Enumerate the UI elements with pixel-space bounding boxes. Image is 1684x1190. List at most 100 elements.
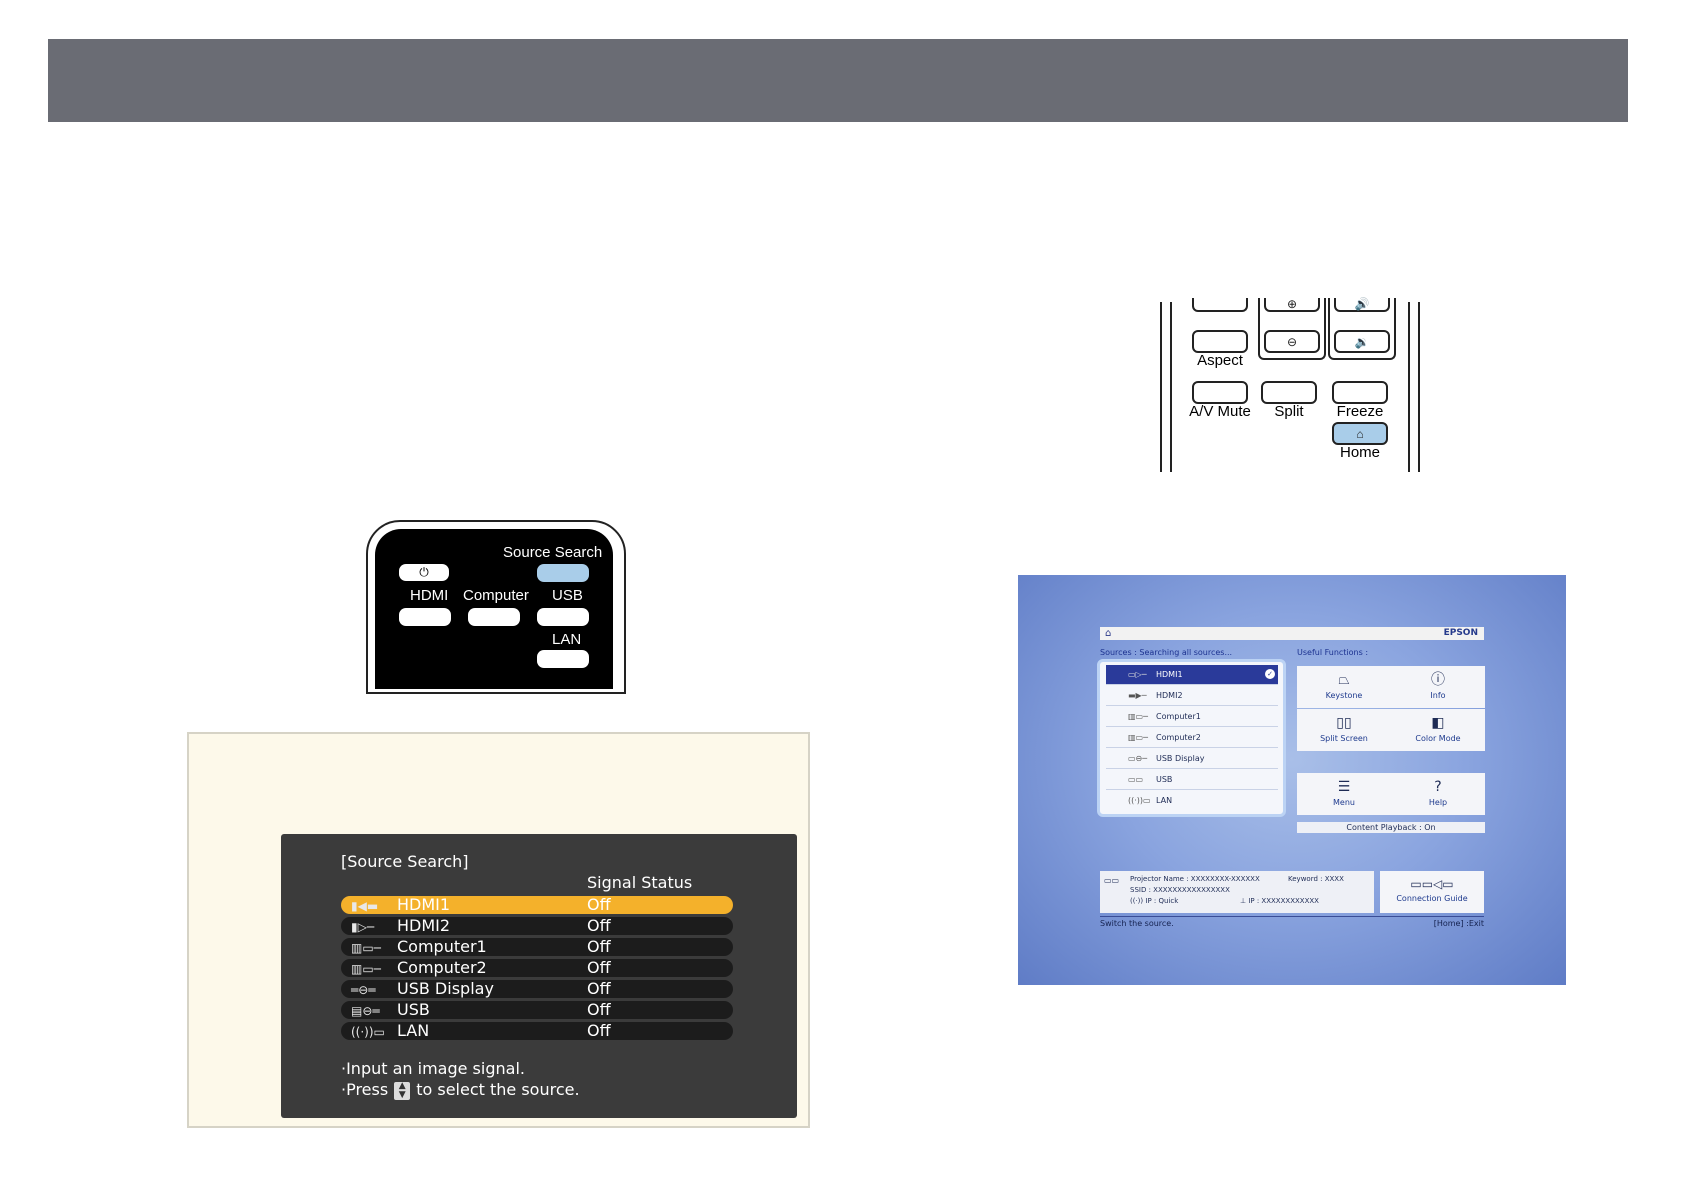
- keystone-tile[interactable]: ⏢ Keystone: [1297, 666, 1391, 708]
- hdmi-icon: ▮▷─: [351, 920, 375, 934]
- source-row-usb-display[interactable]: ═⊖═ USB Display Off: [341, 980, 733, 998]
- lan-icon: ((·))▭: [351, 1025, 385, 1039]
- source-row-lan[interactable]: ((·))▭ LAN Off: [341, 1022, 733, 1040]
- source-name: USB: [397, 1000, 430, 1019]
- info-tile[interactable]: ⓘ Info: [1391, 666, 1485, 708]
- source-row-hdmi1[interactable]: ▮◀▬ HDMI1 Off: [341, 896, 733, 914]
- info-icon: ⓘ: [1431, 672, 1445, 688]
- source-name: HDMI2: [397, 916, 451, 935]
- ip-wired: ⊥ IP : XXXXXXXXXXXX: [1240, 897, 1319, 905]
- source-item-hdmi2[interactable]: ▬▶─ HDMI2: [1106, 686, 1278, 706]
- connection-guide-icon: ▭▭◁▭: [1410, 877, 1454, 891]
- footer-exit-hint: [Home] :Exit: [1433, 919, 1484, 928]
- color-mode-tile[interactable]: ◧ Color Mode: [1391, 709, 1485, 751]
- source-search-hint-2: ·Press▲▼to select the source.: [341, 1080, 580, 1100]
- home-icon: ⌂: [1356, 426, 1364, 441]
- split-screen-tile[interactable]: ▯▯ Split Screen: [1297, 709, 1391, 751]
- source-row-usb[interactable]: ▤⊖═ USB Off: [341, 1001, 733, 1019]
- source-status: Off: [587, 958, 611, 977]
- source-item-computer1[interactable]: ▥▭─ Computer1: [1106, 707, 1278, 727]
- computer-button[interactable]: [468, 608, 520, 626]
- connection-guide-tile[interactable]: ▭▭◁▭ Connection Guide: [1380, 871, 1484, 913]
- source-status: Off: [587, 937, 611, 956]
- source-row-computer1[interactable]: ▥▭─ Computer1 Off: [341, 938, 733, 956]
- sources-label: Sources : Searching all sources...: [1100, 648, 1233, 657]
- zoom-in-button[interactable]: ⊕: [1264, 297, 1320, 312]
- top-left-button[interactable]: [1192, 298, 1248, 312]
- tile-label: Split Screen: [1320, 734, 1368, 743]
- aspect-button[interactable]: [1192, 330, 1248, 353]
- zoom-group: [1258, 298, 1326, 360]
- source-name: Computer1: [397, 937, 487, 956]
- power-button[interactable]: ⏻: [399, 564, 449, 581]
- source-name: LAN: [397, 1021, 430, 1040]
- check-icon: ✓: [1265, 669, 1275, 679]
- computer-icon: ▥▭─: [1128, 712, 1148, 721]
- usb-display-icon: ▭⊖─: [1128, 754, 1148, 763]
- footer-hint: Switch the source.: [1100, 919, 1174, 928]
- av-mute-button[interactable]: [1192, 381, 1248, 404]
- zoom-out-button[interactable]: ⊖: [1264, 330, 1320, 353]
- source-item-usb-display[interactable]: ▭⊖─ USB Display: [1106, 749, 1278, 769]
- home-top-bar: ⌂ EPSON: [1100, 627, 1484, 640]
- computer-icon: ▥▭─: [351, 941, 381, 955]
- zoom-out-icon: ⊖: [1286, 334, 1298, 349]
- volume-group: [1328, 298, 1396, 360]
- source-name: USB Display: [1156, 754, 1205, 763]
- source-name: HDMI1: [1156, 670, 1183, 679]
- split-label: Split: [1274, 403, 1304, 420]
- note-box: [Source Search] Signal Status ▮◀▬ HDMI1 …: [187, 732, 810, 1128]
- source-item-usb[interactable]: ▭▭ USB: [1106, 770, 1278, 790]
- remote-edge-left-inner: [1170, 302, 1172, 472]
- freeze-button[interactable]: [1332, 381, 1388, 404]
- ip-wireless-value: IP : Quick: [1145, 897, 1179, 905]
- volume-up-icon: 🔊: [1354, 297, 1370, 311]
- source-status: Off: [587, 916, 611, 935]
- connection-guide-label: Connection Guide: [1396, 894, 1468, 903]
- volume-down-button[interactable]: 🔉: [1334, 330, 1390, 353]
- source-search-button[interactable]: [537, 564, 589, 582]
- source-item-lan[interactable]: ((·))▭ LAN: [1106, 791, 1278, 810]
- source-status: Off: [587, 895, 611, 914]
- source-name: USB Display: [397, 979, 494, 998]
- hdmi-button[interactable]: [399, 608, 451, 626]
- usb-button[interactable]: [537, 608, 589, 626]
- home-button[interactable]: ⌂: [1332, 422, 1388, 445]
- source-item-computer2[interactable]: ▥▭─ Computer2: [1106, 728, 1278, 748]
- source-row-computer2[interactable]: ▥▭─ Computer2 Off: [341, 959, 733, 977]
- source-item-hdmi1[interactable]: ▭▷─ HDMI1 ✓: [1106, 665, 1278, 685]
- help-tile[interactable]: ? Help: [1391, 773, 1485, 815]
- sources-list: ▭▷─ HDMI1 ✓ ▬▶─ HDMI2 ▥▭─ Computer1 ▥▭─ …: [1097, 659, 1286, 817]
- split-screen-icon: ▯▯: [1336, 715, 1352, 731]
- remote-edge-right-inner: [1408, 302, 1410, 472]
- wired-lan-icon: ⊥: [1240, 897, 1249, 905]
- home-icon: ⌂: [1105, 628, 1112, 639]
- home-label: Home: [1339, 444, 1381, 461]
- usb-label: USB: [552, 587, 583, 604]
- remote-control-source-buttons: Source Search ⏻ HDMI Computer USB LAN: [366, 520, 626, 694]
- usb-display-icon: ═⊖═: [351, 983, 376, 997]
- split-button[interactable]: [1261, 381, 1317, 404]
- hdmi-icon: ▭▷─: [1128, 670, 1147, 679]
- remote-control-home-button: ⊕ 🔊 ⊖ 🔉 Aspect A/V Mute Split Freeze ⌂ H…: [1160, 297, 1420, 472]
- tile-label: Color Mode: [1415, 734, 1461, 743]
- av-mute-label: A/V Mute: [1189, 403, 1251, 420]
- network-icon: ▭▭: [1104, 876, 1120, 885]
- volume-up-button[interactable]: 🔊: [1334, 297, 1390, 312]
- usb-icon: ▤⊖═: [351, 1004, 380, 1018]
- menu-tile[interactable]: ☰ Menu: [1297, 773, 1391, 815]
- source-name: Computer2: [1156, 733, 1201, 742]
- tile-label: Menu: [1333, 798, 1355, 807]
- source-status: Off: [587, 1000, 611, 1019]
- lan-button[interactable]: [537, 650, 589, 668]
- projector-info-panel: ▭▭ Projector Name : XXXXXXXX-XXXXXX Keyw…: [1100, 871, 1374, 913]
- tile-label: Help: [1428, 798, 1448, 807]
- remote-edge-left: [1160, 302, 1162, 472]
- source-search-screen: [Source Search] Signal Status ▮◀▬ HDMI1 …: [281, 834, 797, 1118]
- hint-text-after: to select the source.: [416, 1080, 580, 1099]
- up-down-arrow-icon: ▲▼: [394, 1081, 411, 1100]
- lan-label: LAN: [552, 631, 582, 648]
- volume-down-icon: 🔉: [1354, 334, 1370, 349]
- hdmi-icon: ▬▶─: [1128, 691, 1147, 700]
- source-row-hdmi2[interactable]: ▮▷─ HDMI2 Off: [341, 917, 733, 935]
